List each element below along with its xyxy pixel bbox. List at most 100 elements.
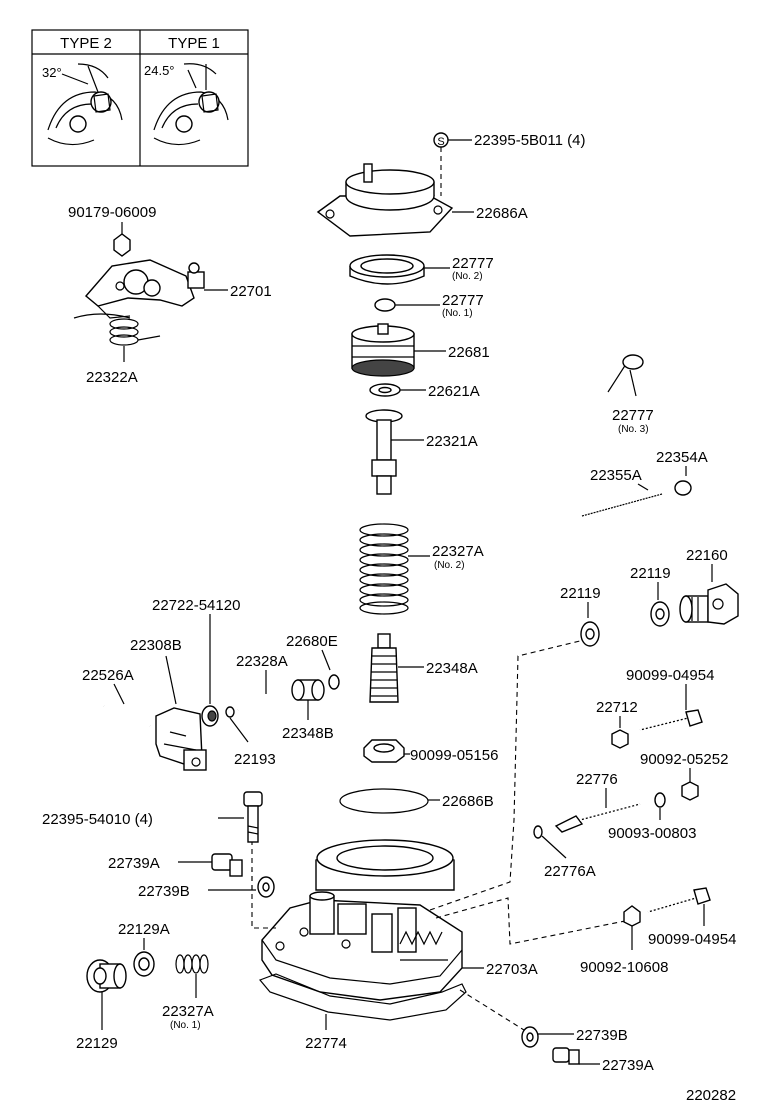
label-22739b-right: 22739B bbox=[576, 1027, 628, 1044]
label-22308b: 22308B bbox=[130, 637, 182, 654]
part-90179-06009-nut bbox=[113, 233, 131, 257]
dash-left-bolt bbox=[251, 840, 276, 929]
label-22739a-right: 22739A bbox=[602, 1057, 654, 1074]
label-22160: 22160 bbox=[686, 547, 728, 564]
figure-number: 220282 bbox=[686, 1087, 736, 1104]
label-22395-5b011: 22395-5B011 (4) bbox=[474, 132, 585, 149]
part-90093-00803-washer bbox=[654, 792, 666, 808]
part-22119-a-washer bbox=[580, 621, 600, 647]
label-22322a: 22322A bbox=[86, 369, 138, 386]
label-22739b-left: 22739B bbox=[138, 883, 190, 900]
label-22777-no1: 22777 bbox=[442, 292, 484, 309]
part-22712-nut bbox=[611, 729, 629, 749]
label-22777-no1-sub: (No. 1) bbox=[442, 308, 473, 319]
type-2-angle: 32° bbox=[42, 65, 62, 80]
label-90099-04954-a: 90099-04954 bbox=[626, 667, 714, 684]
label-90099-05156: 90099-05156 bbox=[410, 747, 498, 764]
label-22321a: 22321A bbox=[426, 433, 478, 450]
part-22701-lever bbox=[85, 259, 205, 319]
part-90092-10608-nut bbox=[623, 905, 641, 927]
label-22348b: 22348B bbox=[282, 725, 334, 742]
label-22119-b: 22119 bbox=[630, 565, 671, 582]
part-22129a-washer bbox=[133, 951, 155, 977]
part-22686a-cover bbox=[316, 163, 454, 237]
label-22129a: 22129A bbox=[118, 921, 170, 938]
part-22686b-oring bbox=[339, 788, 429, 814]
part-22703a-housing bbox=[261, 839, 463, 1001]
part-22776-screw bbox=[554, 803, 641, 833]
part-22777-no1 bbox=[374, 298, 396, 312]
label-22621a: 22621A bbox=[428, 383, 480, 400]
label-22777-no2: 22777 bbox=[452, 255, 494, 272]
label-90092-10608: 90092-10608 bbox=[580, 959, 668, 976]
label-22328a: 22328A bbox=[236, 653, 288, 670]
label-22777-no3-sub: (No. 3) bbox=[618, 424, 649, 435]
label-22776a: 22776A bbox=[544, 863, 596, 880]
part-22348b-sleeve bbox=[291, 679, 325, 701]
label-22119-a: 22119 bbox=[560, 585, 601, 602]
part-22774-gasket bbox=[258, 973, 467, 1021]
label-22354a: 22354A bbox=[656, 449, 708, 466]
type-inset: TYPE 2 TYPE 1 32° 24.5° bbox=[31, 29, 249, 167]
label-22777-no2-sub: (No. 2) bbox=[452, 271, 483, 282]
type-1-header: TYPE 1 bbox=[168, 35, 220, 52]
part-22739b-left bbox=[257, 876, 275, 898]
label-22327a-no1-sub: (No. 1) bbox=[170, 1020, 201, 1031]
label-22777-no3: 22777 bbox=[612, 407, 654, 424]
part-22327a-no1-spring bbox=[175, 954, 209, 974]
part-90099-04954-b-bolt bbox=[647, 887, 711, 913]
part-90099-05156-nut bbox=[363, 739, 405, 763]
label-22712: 22712 bbox=[596, 699, 638, 716]
label-90179-06009: 90179-06009 bbox=[68, 204, 156, 221]
part-22681-piston bbox=[351, 323, 415, 377]
label-90093-00803: 90093-00803 bbox=[608, 825, 696, 842]
label-22774: 22774 bbox=[305, 1035, 347, 1052]
part-22348a-boot bbox=[369, 633, 399, 703]
dash-22119-a bbox=[429, 639, 585, 911]
dash-90099-04954-b bbox=[435, 897, 631, 945]
label-22355a: 22355A bbox=[590, 467, 642, 484]
s-symbol: S bbox=[437, 136, 444, 148]
part-22321a-shaft bbox=[365, 409, 403, 495]
label-22526a: 22526A bbox=[82, 667, 134, 684]
part-22160-fitting bbox=[679, 583, 739, 625]
type-2-lever-sketch bbox=[47, 63, 123, 146]
part-22395-54010-bolt bbox=[243, 791, 263, 843]
label-22722-54120: 22722-54120 bbox=[152, 597, 240, 614]
part-22322a-spring bbox=[73, 313, 139, 346]
part-22621a-washer bbox=[369, 383, 401, 397]
label-22395-54010: 22395-54010 (4) bbox=[42, 811, 153, 828]
label-22193: 22193 bbox=[234, 751, 276, 768]
label-22701: 22701 bbox=[230, 283, 272, 300]
label-22776: 22776 bbox=[576, 771, 618, 788]
part-22739b-right bbox=[521, 1026, 539, 1048]
label-22327a-no1: 22327A bbox=[162, 1003, 214, 1020]
part-22119-b-washer bbox=[650, 601, 670, 627]
label-22686b: 22686B bbox=[442, 793, 494, 810]
label-22327a-no2-sub: (No. 2) bbox=[434, 560, 465, 571]
label-22327a-no2: 22327A bbox=[432, 543, 484, 560]
dash-22739b-right bbox=[459, 989, 525, 1031]
label-22681: 22681 bbox=[448, 344, 490, 361]
part-22777-no3 bbox=[607, 354, 644, 393]
part-22739a-left bbox=[211, 853, 243, 877]
part-22193-oring bbox=[225, 706, 235, 718]
part-90092-05252-nut bbox=[681, 781, 699, 801]
label-90099-04954-b: 90099-04954 bbox=[648, 931, 736, 948]
label-22739a-left: 22739A bbox=[108, 855, 160, 872]
type-2-header: TYPE 2 bbox=[60, 35, 112, 52]
part-22308b-block bbox=[155, 707, 207, 771]
part-22327a-no2-spring bbox=[359, 523, 409, 615]
part-22777-no2-ring bbox=[349, 254, 425, 285]
label-22348a: 22348A bbox=[426, 660, 478, 677]
part-22355a-rod bbox=[581, 493, 663, 517]
part-22354a bbox=[674, 480, 692, 496]
part-22129-plug bbox=[86, 959, 127, 993]
part-22776a-oring bbox=[533, 825, 543, 839]
label-22686a: 22686A bbox=[476, 205, 528, 222]
label-90092-05252: 90092-05252 bbox=[640, 751, 728, 768]
type-1-lever-sketch bbox=[153, 63, 229, 146]
label-22129: 22129 bbox=[76, 1035, 118, 1052]
part-22680e-washer bbox=[328, 674, 340, 690]
